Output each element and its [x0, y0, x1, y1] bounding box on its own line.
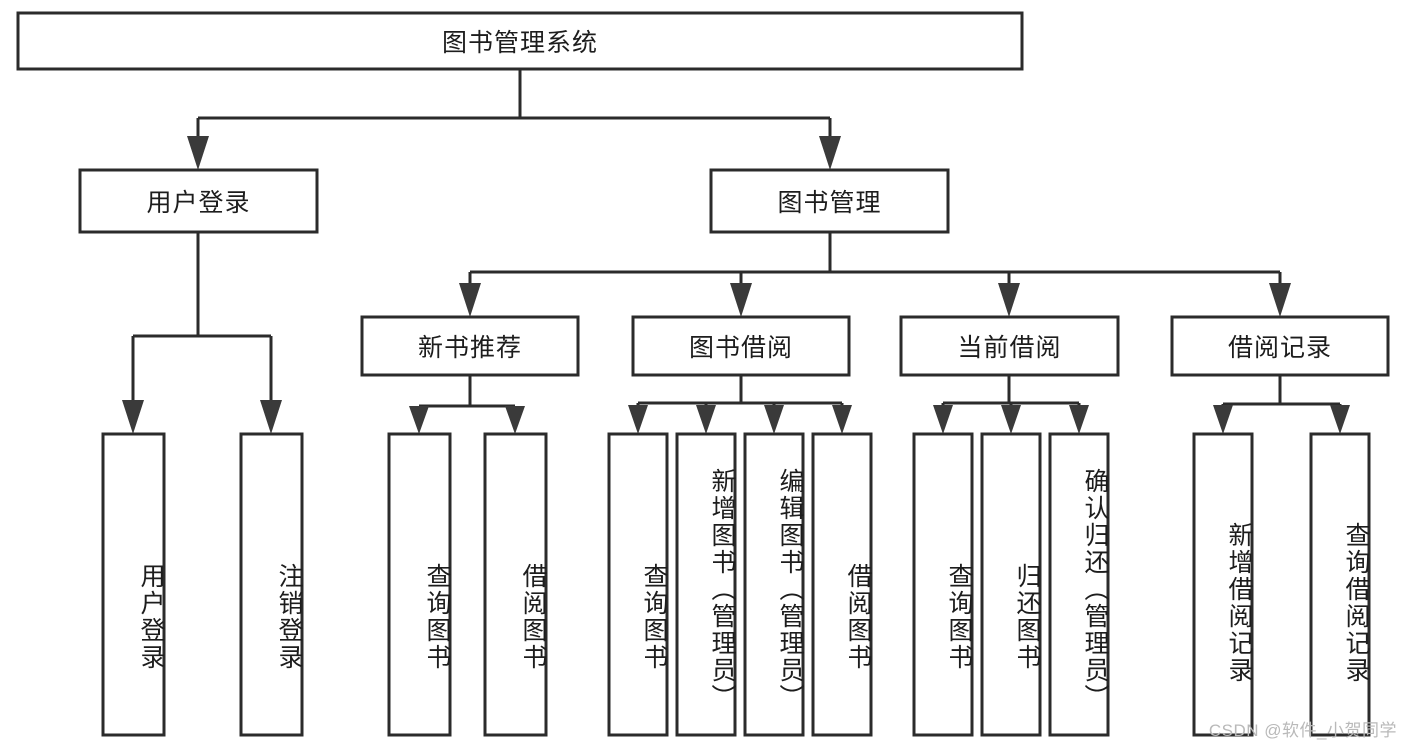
arrow-head-book-manage	[819, 136, 841, 170]
connector-layer	[122, 69, 1350, 434]
node-box-leaf-query-book-current[interactable]	[912, 432, 974, 737]
node-box-leaf-query-book-recommend[interactable]	[387, 432, 452, 737]
node-box-current-borrow[interactable]	[899, 315, 1120, 377]
arrow-head-leaf-borrow-book	[832, 405, 852, 434]
arrow-head-leaf-confirm-return-admin	[1069, 405, 1089, 434]
node-box-leaf-query-book-borrow[interactable]	[607, 432, 669, 737]
node-box-leaf-borrow-book[interactable]	[811, 432, 873, 737]
node-box-new-book-recommend[interactable]	[360, 315, 580, 377]
arrow-head-leaf-query-book-recommend	[409, 406, 429, 434]
node-box-leaf-edit-book-admin[interactable]	[743, 432, 805, 737]
node-box-leaf-confirm-return-admin[interactable]	[1048, 432, 1110, 737]
node-box-leaf-add-book-admin[interactable]	[675, 432, 737, 737]
node-box-book-manage[interactable]	[709, 168, 950, 234]
arrow-head-leaf-user-login	[122, 400, 144, 434]
arrow-head-leaf-return-book	[1001, 405, 1021, 434]
node-box-leaf-return-book[interactable]	[980, 432, 1042, 737]
node-box-leaf-user-login[interactable]	[101, 432, 166, 737]
arrow-head-leaf-query-borrow-record	[1330, 405, 1350, 434]
node-box-user-login[interactable]	[78, 168, 319, 234]
arrow-head-leaf-query-book-current	[933, 405, 953, 434]
arrow-head-leaf-borrow-book-recommend	[505, 406, 525, 434]
arrow-head-leaf-add-borrow-record	[1213, 405, 1233, 434]
node-box-borrow-record[interactable]	[1170, 315, 1390, 377]
arrow-head-user-login	[187, 136, 209, 170]
node-box-layer	[16, 11, 1390, 737]
node-box-root[interactable]	[16, 11, 1024, 71]
node-box-leaf-query-borrow-record[interactable]	[1309, 432, 1371, 737]
arrow-head-leaf-logout-login	[260, 400, 282, 434]
node-box-leaf-logout-login[interactable]	[239, 432, 304, 737]
node-box-leaf-borrow-book-recommend[interactable]	[483, 432, 548, 737]
arrow-head-new-book-recommend	[459, 283, 481, 317]
node-box-leaf-add-borrow-record[interactable]	[1192, 432, 1254, 737]
arrow-head-current-borrow	[998, 283, 1020, 317]
arrow-head-book-borrow	[730, 283, 752, 317]
arrow-head-leaf-edit-book-admin	[764, 405, 784, 434]
arrow-head-leaf-query-book-borrow	[628, 405, 648, 434]
arrow-head-leaf-add-book-admin	[696, 405, 716, 434]
arrow-head-borrow-record	[1269, 283, 1291, 317]
node-box-book-borrow[interactable]	[631, 315, 851, 377]
